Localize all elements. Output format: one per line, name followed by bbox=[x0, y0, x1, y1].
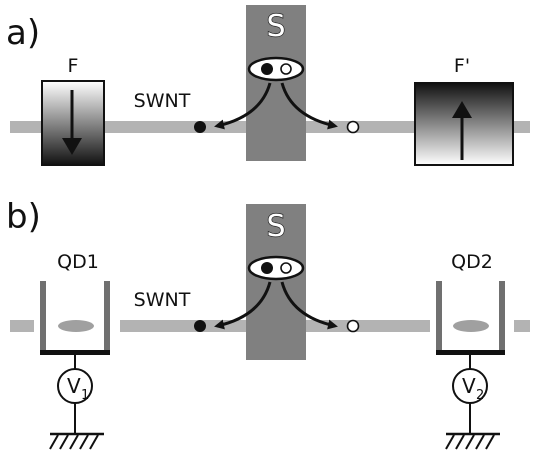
electron-hollow-icon bbox=[280, 63, 292, 75]
electron-right-b bbox=[346, 319, 360, 333]
cooper-pair-a bbox=[247, 56, 305, 82]
dot-right-wall-left bbox=[436, 281, 442, 352]
ground-left-icon bbox=[49, 432, 104, 450]
quantum-dot-left-label: QD1 bbox=[57, 251, 99, 273]
electron-right-a bbox=[346, 120, 360, 134]
electron-left-b bbox=[194, 320, 206, 332]
voltage-left-subscript: 1 bbox=[81, 388, 89, 403]
superconductor-b bbox=[246, 204, 306, 360]
voltage-right-subscript: 2 bbox=[476, 388, 484, 403]
split-arrow-right-a bbox=[280, 82, 338, 130]
panel-a: a) S SWNT F F' bbox=[6, 5, 530, 166]
split-arrow-right-b bbox=[280, 281, 338, 330]
down-arrow-icon bbox=[62, 138, 82, 155]
dot-right-gate bbox=[436, 350, 505, 355]
voltage-left-symbol: V bbox=[67, 374, 81, 398]
dot-right-wall-right bbox=[499, 281, 505, 352]
quantum-dot-right: QD2 V 2 bbox=[436, 251, 505, 450]
panel-b-label: b) bbox=[6, 197, 41, 237]
dot-right-level bbox=[453, 320, 489, 332]
dot-left-wall-left bbox=[40, 281, 46, 352]
electron-filled-icon bbox=[261, 63, 273, 75]
nanotube-a-label: SWNT bbox=[134, 90, 191, 112]
nanotube-b-label: SWNT bbox=[134, 289, 191, 311]
ferromagnet-right-label: F' bbox=[454, 55, 470, 77]
quantum-dot-left: QD1 V 1 bbox=[40, 251, 110, 450]
nanotube-b-segment-outer-right bbox=[514, 320, 530, 332]
dot-left-wall-right bbox=[104, 281, 110, 352]
superconductor-a-label: S bbox=[266, 9, 285, 44]
dot-left-gate bbox=[40, 350, 110, 355]
split-arrow-left-a bbox=[214, 82, 272, 130]
panel-a-label: a) bbox=[6, 13, 40, 53]
cooper-pair-b bbox=[247, 255, 305, 281]
electron-hollow-icon bbox=[280, 262, 292, 274]
superconductor-b-label: S bbox=[266, 209, 285, 244]
cooper-pair-ellipse bbox=[247, 255, 305, 281]
dot-left-level bbox=[58, 320, 94, 332]
superconductor-a bbox=[246, 5, 306, 161]
panel-b: b) S SWNT QD1 V bbox=[6, 197, 530, 450]
split-arrow-left-b bbox=[214, 281, 272, 330]
up-arrow-icon bbox=[452, 101, 472, 118]
nanotube-b-segment-outer-left bbox=[10, 320, 34, 332]
electron-filled-icon bbox=[261, 262, 273, 274]
cooper-pair-ellipse bbox=[247, 56, 305, 82]
voltage-right-symbol: V bbox=[462, 374, 476, 398]
electron-left-a bbox=[194, 121, 206, 133]
ferromagnet-left-label: F bbox=[68, 55, 79, 77]
quantum-dot-right-label: QD2 bbox=[451, 251, 493, 273]
ground-right-icon bbox=[445, 432, 500, 450]
ferromagnet-right bbox=[414, 82, 514, 166]
